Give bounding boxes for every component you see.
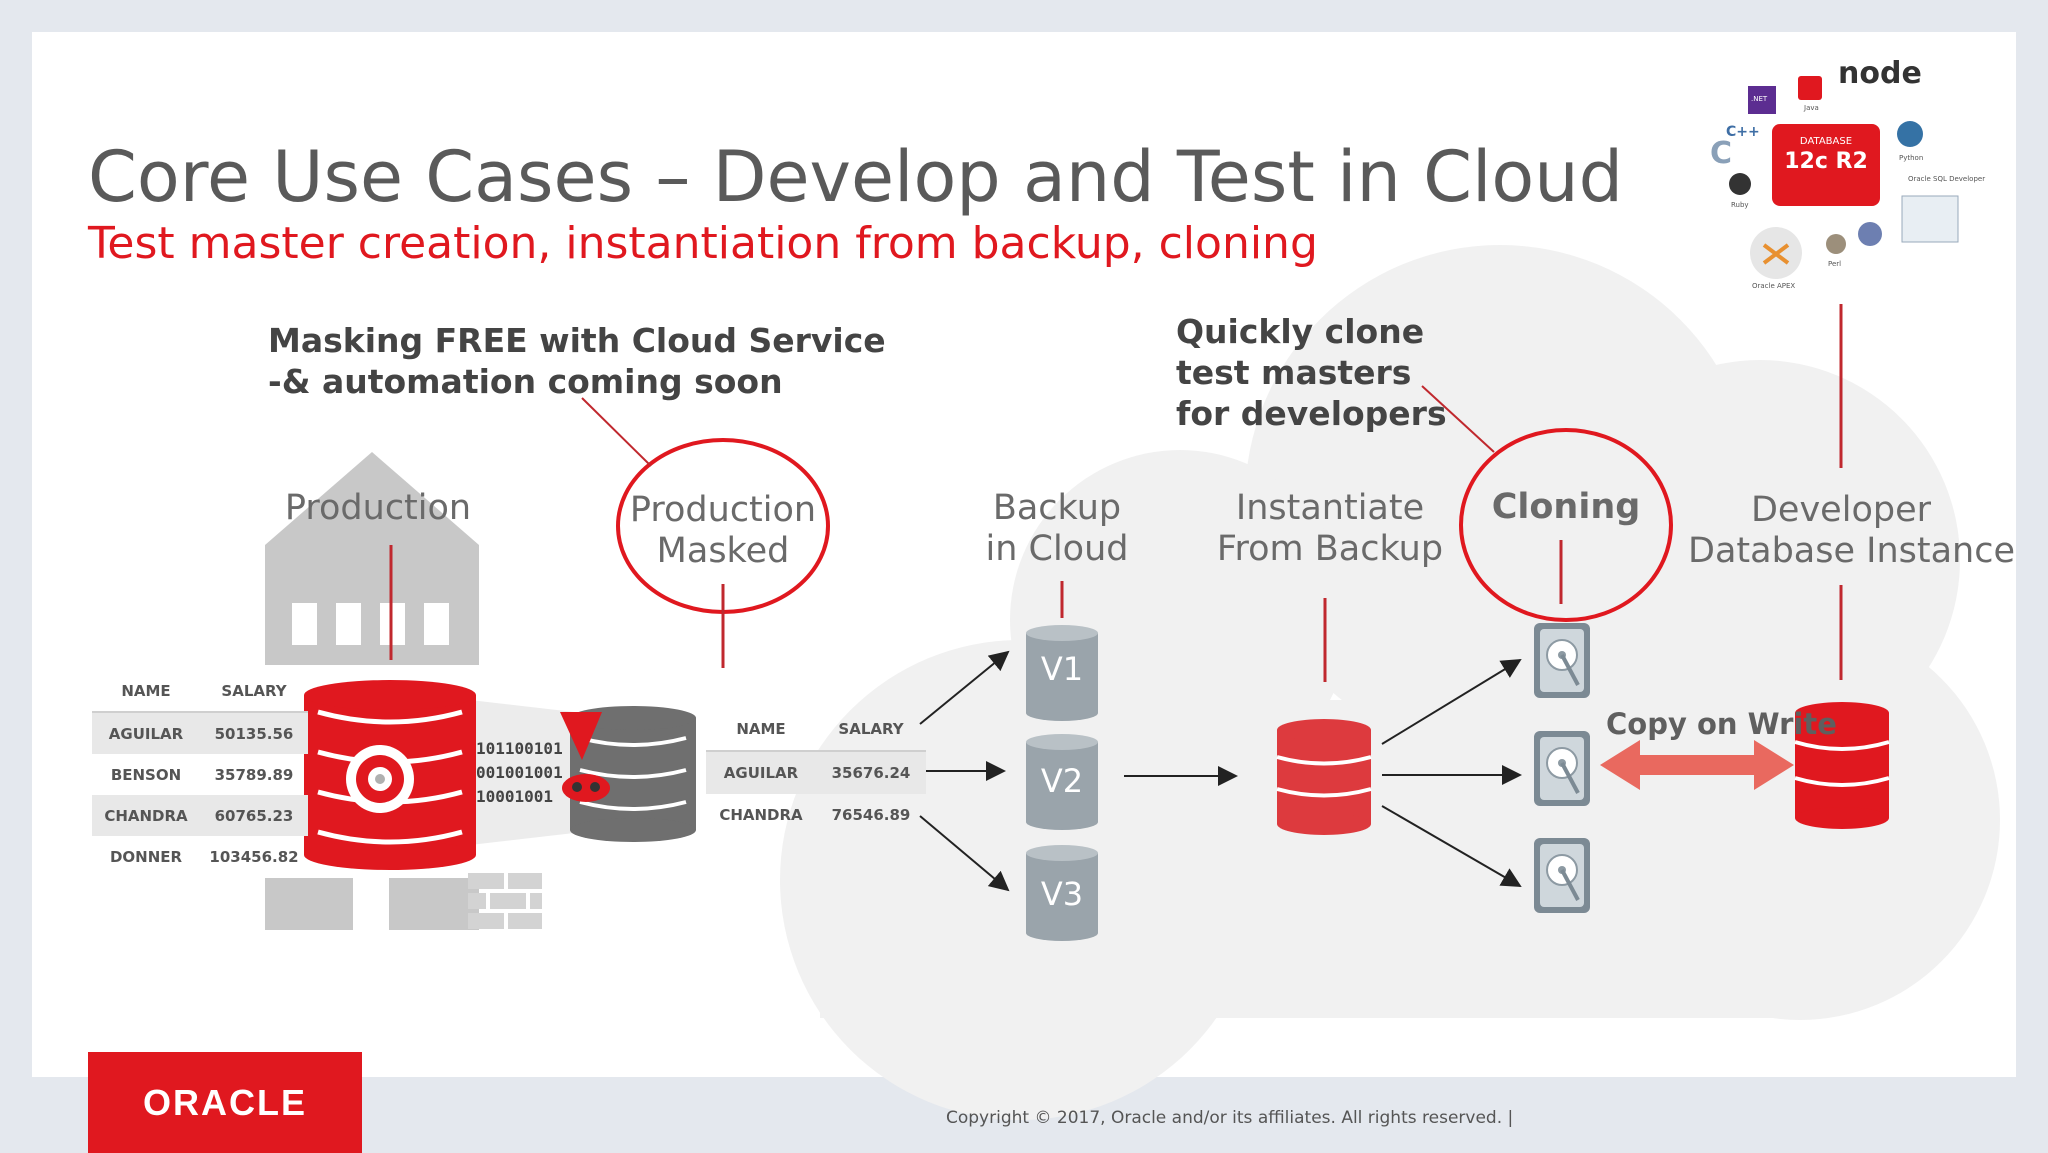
label-ticks: [721, 304, 1843, 682]
database-badge-version: 12c R2: [1784, 149, 1868, 174]
stage-developer-line1: Developer: [1750, 490, 1931, 530]
table-cell: 35676.24: [831, 764, 911, 782]
table-header-name: NAME: [92, 670, 200, 713]
mask-icon: [560, 712, 610, 802]
table-cell: CHANDRA: [104, 806, 188, 825]
database-12c-badge: DATABASE 12c R2: [1772, 124, 1880, 206]
stage-backup-line2: in Cloud: [985, 529, 1129, 569]
copy-on-write-arrow: [1600, 740, 1794, 790]
table-header-row: NAME SALARY: [706, 708, 926, 752]
database-badge-label: DATABASE: [1799, 136, 1853, 147]
table-header-salary: SALARY: [200, 670, 308, 713]
dotnet-logo-label: .NET: [1751, 95, 1768, 103]
masking-funnel: [470, 700, 600, 845]
stage-cloning-label: Cloning: [1491, 487, 1641, 527]
table-row: CHANDRA 60765.23: [92, 795, 308, 836]
table-cell: AGUILAR: [108, 724, 184, 743]
binary-line: 001001001: [476, 763, 563, 782]
table-cell: AGUILAR: [723, 764, 799, 782]
binary-stream: 101100101 001001001 10001001: [476, 737, 563, 809]
table-header-salary: SALARY: [816, 708, 926, 752]
version-v1-label: V1: [1040, 650, 1084, 688]
table-cell: 103456.82: [209, 847, 299, 866]
table-cell: 50135.56: [214, 724, 294, 743]
backup-cylinder-v3: [1026, 845, 1098, 941]
copy-on-write-label: Copy on Write: [1606, 707, 1837, 741]
clone-callout-line2: test masters: [1176, 353, 1412, 392]
stage-backup-label: Backup in Cloud: [962, 488, 1152, 570]
python-logo-label: Python: [1899, 154, 1924, 162]
table-cell: 76546.89: [831, 806, 911, 824]
table-cell: 60765.23: [214, 806, 294, 825]
stage-instantiate-line1: Instantiate: [1235, 488, 1425, 528]
c-logo-label: C: [1710, 136, 1733, 171]
stage-instantiate-label: Instantiate From Backup: [1210, 488, 1450, 570]
table-header-name: NAME: [706, 708, 816, 752]
perl-logo-icon: [1826, 234, 1846, 254]
binary-line: 10001001: [476, 787, 554, 806]
backup-cylinder-v2: [1026, 734, 1098, 830]
sql-developer-logo-icon: [1901, 195, 1959, 243]
table-cell: BENSON: [110, 765, 182, 784]
version-v2-label: V2: [1040, 762, 1084, 800]
production-database-icon: [304, 680, 476, 870]
php-elephant-icon: [1858, 222, 1882, 246]
masked-data-table: NAME SALARY AGUILAR 35676.24 CHANDRA 765…: [706, 708, 926, 836]
masking-callout-line1: Masking FREE with Cloud Service: [268, 321, 886, 360]
dotnet-logo-icon: [1748, 86, 1776, 114]
python-logo-icon: [1897, 121, 1923, 147]
clone-disk-icon-3: [1534, 838, 1590, 913]
stage-backup-line1: Backup: [992, 488, 1122, 528]
stage-masked-label: Production Masked: [618, 490, 828, 572]
table-row: DONNER 103456.82: [92, 836, 308, 877]
stage-developer-label: Developer Database Instance: [1688, 490, 2015, 572]
clone-callout-line1: Quickly clone: [1176, 312, 1425, 351]
cloud-shape: [780, 245, 2000, 1120]
stage-developer-line2: Database Instance: [1688, 531, 2015, 571]
binary-line: 101100101: [476, 739, 563, 758]
brick-wall-icon: [468, 873, 542, 929]
apex-logo-label: Oracle APEX: [1752, 282, 1796, 290]
cloning-highlight-circle: [1459, 428, 1673, 622]
table-cell: DONNER: [109, 847, 183, 866]
version-v3-label: V3: [1040, 875, 1084, 913]
tech-logos-cluster: [1729, 76, 1959, 279]
ruby-logo-label: Ruby: [1731, 201, 1749, 209]
clone-callout-line3: for developers: [1176, 394, 1447, 433]
cpp-logo-label: C++: [1726, 124, 1760, 140]
clone-disk-icon-1: [1534, 623, 1590, 698]
copyright-text: Copyright © 2017, Oracle and/or its affi…: [946, 1108, 1514, 1128]
table-row: AGUILAR 35676.24: [706, 751, 926, 794]
masking-callout: Masking FREE with Cloud Service -& autom…: [268, 320, 886, 402]
table-cell: CHANDRA: [719, 806, 803, 824]
oracle-logo: ORACLE: [88, 1052, 362, 1153]
ruby-logo-icon: [1729, 173, 1751, 195]
java-logo-icon: [1798, 76, 1822, 100]
instantiated-database-icon: [1276, 719, 1372, 835]
clone-disk-icon-2: [1534, 731, 1590, 806]
masking-callout-line2: -& automation coming soon: [268, 362, 783, 401]
stage-production-label: Production: [284, 488, 472, 528]
production-data-table: NAME SALARY AGUILAR 50135.56 BENSON 3578…: [92, 670, 308, 877]
developer-database-icon: [1794, 702, 1890, 829]
stage-masked-line2: Masked: [656, 531, 790, 571]
stage-instantiate-line2: From Backup: [1216, 529, 1444, 569]
stage-masked-line1: Production: [629, 490, 817, 530]
table-row: CHANDRA 76546.89: [706, 794, 926, 836]
backup-cylinder-v1: [1026, 625, 1098, 721]
clone-callout: Quickly clone test masters for developer…: [1176, 311, 1447, 434]
table-row: AGUILAR 50135.56: [92, 712, 308, 754]
page-title: Core Use Cases – Develop and Test in Clo…: [88, 136, 1624, 218]
nodejs-logo-icon: node: [1838, 56, 1922, 91]
flow-arrows: [919, 650, 1522, 892]
perl-logo-label: Perl: [1828, 260, 1842, 268]
page-subtitle: Test master creation, instantiation from…: [88, 218, 1318, 269]
table-row: BENSON 35789.89: [92, 754, 308, 795]
sql-developer-logo-label: Oracle SQL Developer: [1908, 175, 1986, 183]
table-header-row: NAME SALARY: [92, 670, 308, 713]
java-logo-label: Java: [1804, 104, 1819, 112]
table-cell: 35789.89: [214, 765, 294, 784]
